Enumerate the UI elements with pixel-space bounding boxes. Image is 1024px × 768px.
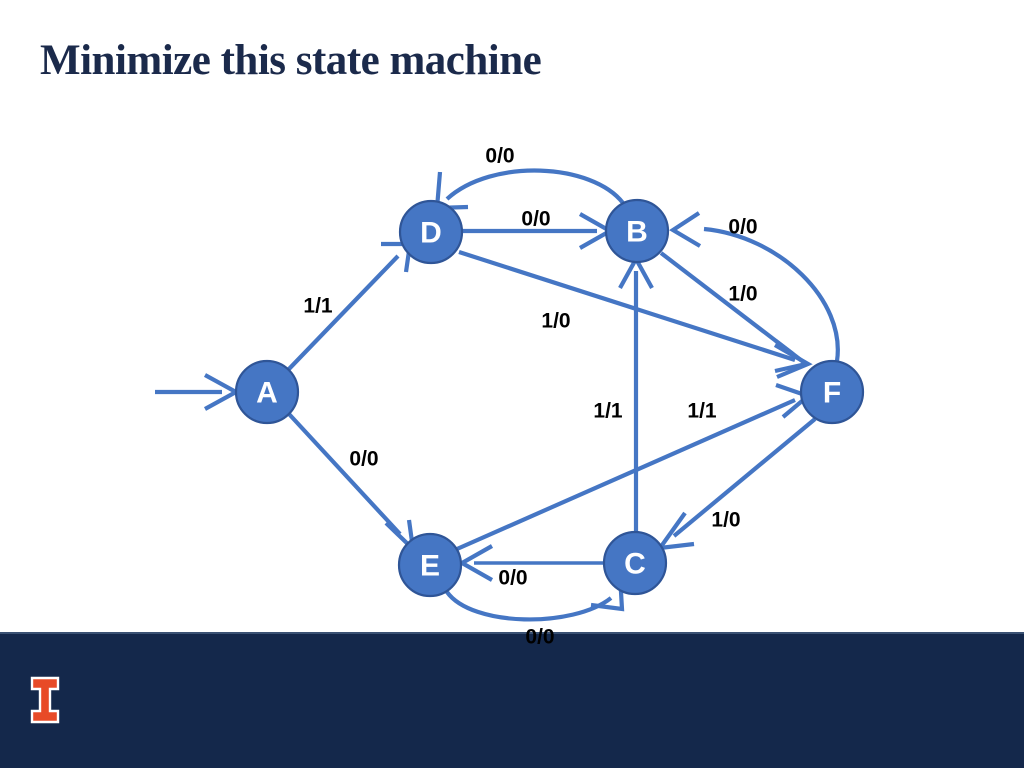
- edge-a-to-e: [287, 412, 416, 555]
- state-node-c-label: C: [624, 548, 646, 581]
- edge-label-f-to-b: 0/0: [728, 216, 757, 239]
- state-node-a[interactable]: A: [234, 359, 300, 425]
- footer-bar: [0, 632, 1024, 768]
- edge-label-c-to-e: 0/0: [498, 567, 527, 590]
- edge-c-to-e: [457, 544, 604, 582]
- edge-b-to-d: [434, 168, 625, 211]
- edge-d-to-f: [458, 250, 813, 379]
- block-i-glyph: [30, 676, 60, 724]
- state-node-e[interactable]: E: [397, 532, 463, 598]
- state-node-b-label: B: [626, 216, 648, 249]
- state-node-c[interactable]: C: [602, 530, 668, 596]
- node-layer: A B C D E F: [234, 198, 865, 598]
- state-node-e-label: E: [420, 550, 440, 583]
- block-i-logo: [30, 676, 60, 724]
- state-node-b[interactable]: B: [604, 198, 670, 264]
- state-node-d[interactable]: D: [398, 199, 464, 265]
- edge-c-to-b: [618, 254, 654, 532]
- edge-label-d-to-b: 0/0: [521, 208, 550, 231]
- edge-label-c-to-b: 1/1: [593, 400, 623, 423]
- edge-label-a-to-e: 0/0: [349, 448, 378, 471]
- state-node-f[interactable]: F: [799, 359, 865, 425]
- edge-b-to-f: [659, 251, 811, 374]
- state-node-f-label: F: [823, 377, 841, 410]
- edge-e-to-c: [445, 574, 625, 622]
- state-node-a-label: A: [256, 377, 278, 410]
- edge-label-e-to-f: 1/1: [687, 400, 717, 423]
- edge-label-b-to-d: 0/0: [485, 145, 514, 168]
- edge-start-arrow: [155, 373, 241, 411]
- edge-label-a-to-d: 1/1: [303, 295, 333, 318]
- page-title: Minimize this state machine: [40, 37, 542, 84]
- edge-label-b-to-f: 1/0: [728, 283, 757, 306]
- edge-label-f-to-c: 1/0: [711, 509, 740, 532]
- edge-f-to-b: [669, 211, 840, 362]
- state-node-d-label: D: [420, 217, 442, 250]
- edge-label-d-to-f: 1/0: [541, 310, 570, 333]
- edge-label-layer: 1/1 0/0 0/0 0/0 1/0 1/0 0/0 1/1 1/1 1/0 …: [303, 145, 757, 590]
